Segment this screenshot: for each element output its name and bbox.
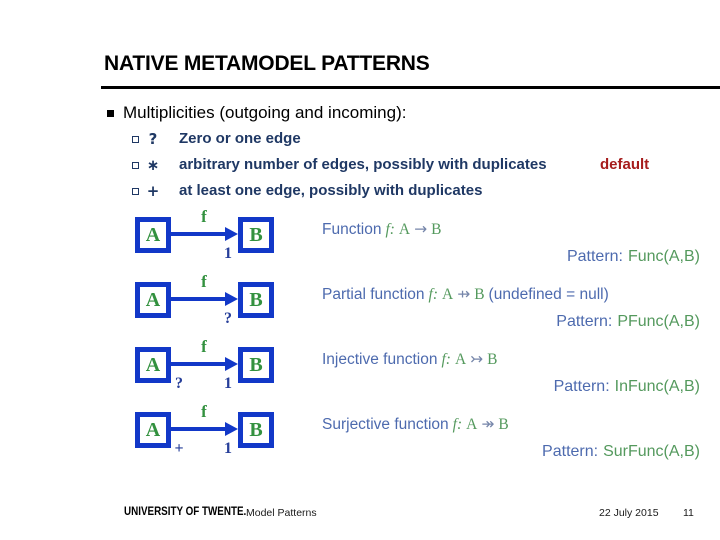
edge-label: f — [201, 402, 207, 421]
edge-arrowhead-icon — [225, 422, 238, 436]
pattern-label: Pattern: — [553, 378, 610, 395]
node-label-a: A — [145, 223, 161, 246]
hollow-square-bullet-icon — [132, 136, 139, 143]
formula-domain: A — [466, 416, 478, 433]
formula-codomain: B — [487, 351, 498, 368]
edge-arrowhead-icon — [225, 227, 238, 241]
node-box-b: B — [238, 412, 274, 448]
node-label-b: B — [249, 223, 263, 246]
bullet-item-at-least-one: + at least one edge, possibly with dupli… — [0, 182, 720, 204]
hollow-square-bullet-icon — [132, 162, 139, 169]
pattern-label: Pattern: — [566, 248, 623, 265]
source-multiplicity: ? — [175, 375, 183, 392]
edge-label: f — [201, 272, 207, 291]
description-prefix: Partial function — [322, 286, 425, 303]
default-note: default — [600, 156, 650, 173]
edge-line — [171, 232, 227, 236]
multiplicity-symbol: ? — [148, 130, 158, 148]
formula-f: f: — [452, 416, 463, 433]
edge-arrowhead-icon — [225, 357, 238, 371]
surjective-arrow-icon: ↠ — [481, 415, 495, 433]
edge-arrowhead-icon — [225, 292, 238, 306]
formula-codomain: B — [498, 416, 509, 433]
footer-date: 22 July 2015 — [599, 507, 659, 519]
pattern-line: Pattern:InFunc(A,B) — [554, 378, 700, 396]
pattern-line: Pattern:SurFunc(A,B) — [542, 443, 700, 461]
node-box-a: A — [135, 412, 171, 448]
edge-line — [171, 362, 227, 366]
title-divider — [101, 86, 720, 89]
partial-function-arrow-icon: ⇸ — [457, 285, 471, 303]
formula-codomain: B — [431, 221, 442, 238]
pattern-label: Pattern: — [542, 443, 599, 460]
bullet-item-arbitrary: ∗ arbitrary number of edges, possibly wi… — [0, 156, 720, 178]
pattern-line: Pattern:PFunc(A,B) — [556, 313, 700, 331]
edge-label: f — [201, 337, 207, 356]
slide-number: 11 — [683, 507, 694, 519]
node-box-a: A — [135, 282, 171, 318]
bullet-item-text: arbitrary number of edges, possibly with… — [179, 156, 547, 173]
pattern-name: SurFunc(A,B) — [603, 443, 700, 460]
multiplicity-symbol: ∗ — [146, 156, 160, 174]
formula-f: f: — [385, 221, 395, 238]
pattern-name: InFunc(A,B) — [614, 378, 700, 395]
injective-arrow-icon: ↣ — [470, 350, 484, 368]
node-label-a: A — [145, 288, 161, 311]
formula-domain: A — [398, 221, 411, 238]
bullet-item-text: at least one edge, possibly with duplica… — [179, 182, 483, 199]
formula-codomain: B — [474, 286, 485, 303]
target-multiplicity: 1 — [224, 375, 232, 392]
filled-square-bullet-icon — [107, 110, 114, 117]
node-label-b: B — [249, 288, 263, 311]
target-multiplicity: ? — [224, 310, 232, 327]
formula-domain: A — [454, 351, 467, 368]
node-box-b: B — [238, 347, 274, 383]
footer-doc-title: Model Patterns — [246, 507, 317, 519]
node-label-a: A — [145, 418, 161, 441]
bullet-main: Multiplicities (outgoing and incoming): — [0, 103, 720, 125]
formula-f: f: — [441, 351, 451, 368]
pattern-name: PFunc(A,B) — [617, 313, 700, 330]
edge-line — [171, 427, 227, 431]
bullet-item-text: Zero or one edge — [179, 130, 301, 147]
node-box-b: B — [238, 282, 274, 318]
multiplicity-symbol: + — [146, 182, 160, 200]
node-label-b: B — [249, 418, 263, 441]
function-arrow-icon: → — [414, 220, 428, 238]
node-box-b: B — [238, 217, 274, 253]
pattern-line: Pattern:Func(A,B) — [567, 248, 700, 266]
formula-f: f: — [428, 286, 438, 303]
page-title: NATIVE METAMODEL PATTERNS — [104, 52, 430, 75]
target-multiplicity: 1 — [224, 245, 232, 262]
edge-line — [171, 297, 227, 301]
formula-domain: A — [442, 286, 454, 303]
node-label-a: A — [145, 353, 161, 376]
node-box-a: A — [135, 347, 171, 383]
description-suffix: (undefined = null) — [488, 286, 609, 303]
node-box-a: A — [135, 217, 171, 253]
bullet-item-zero-or-one: ? Zero or one edge — [0, 130, 720, 152]
description-prefix: Function — [322, 221, 382, 238]
description-prefix: Surjective function — [322, 416, 449, 433]
description-prefix: Injective function — [322, 351, 438, 368]
bullet-main-text: Multiplicities (outgoing and incoming): — [123, 103, 407, 122]
hollow-square-bullet-icon — [132, 188, 139, 195]
source-multiplicity: + — [174, 440, 184, 457]
pattern-label: Pattern: — [556, 313, 613, 330]
edge-label: f — [201, 207, 207, 226]
target-multiplicity: 1 — [224, 440, 232, 457]
node-label-b: B — [249, 353, 263, 376]
pattern-name: Func(A,B) — [627, 248, 700, 265]
university-logo: UNIVERSITY OF TWENTE. — [124, 504, 247, 518]
